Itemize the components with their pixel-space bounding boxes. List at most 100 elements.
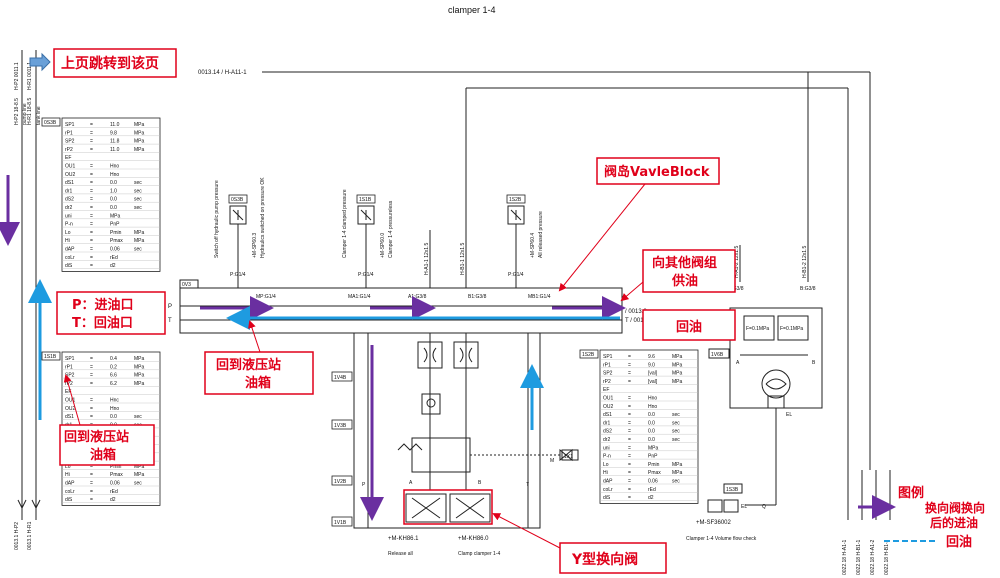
param-value: [val]	[648, 379, 658, 385]
hose-b1: H-B1-1 12x1.5	[460, 243, 466, 275]
param-unit: MPa	[134, 464, 145, 470]
param-key: OU1	[603, 396, 614, 402]
param-eq: =	[90, 139, 93, 145]
back-to-tank-left-box	[59, 424, 155, 466]
param-eq: =	[90, 472, 93, 478]
pump-line-label: pump line	[22, 103, 28, 125]
switch-desc-2: All released pressure	[538, 211, 544, 258]
param-value: 9.0	[648, 362, 655, 368]
supply-other-line2: 供油	[671, 273, 698, 289]
param-unit: MPa	[134, 364, 145, 370]
param-eq: =	[90, 230, 93, 236]
param-key: dr2	[65, 205, 72, 211]
flow-meter-symbol	[765, 378, 787, 390]
param-unit: MPa	[672, 470, 683, 476]
param-key: dAP	[603, 479, 613, 485]
param-key: EF	[65, 389, 71, 395]
switch-device: +M-SP60.3	[252, 233, 258, 258]
param-value: 6.2	[110, 381, 117, 387]
valve-tag-box	[331, 475, 353, 486]
param-value: d2	[648, 495, 654, 501]
supply-other-box	[642, 249, 736, 293]
param-unit: MPa	[672, 354, 683, 360]
param-value: 9.6	[648, 354, 655, 360]
param-eq: =	[90, 180, 93, 186]
param-eq: =	[90, 247, 93, 253]
flow-switch-tag: 1S3B	[726, 487, 739, 493]
back-to-tank-mid-pointer	[248, 320, 261, 353]
param-eq: =	[90, 255, 93, 261]
param-key: Hi	[65, 472, 70, 478]
solenoid-b-label: B	[478, 480, 482, 486]
stack-p-label: P	[362, 482, 366, 488]
valve-island-box	[596, 157, 720, 185]
switch-tag-box	[506, 194, 526, 204]
block-p-ref: / 0013.8	[625, 309, 647, 315]
cylinder-tag-box	[708, 348, 730, 359]
throttle-b-symbol	[459, 347, 473, 363]
bottom-hose-label-2: 0022.18 H-B1-1	[856, 539, 862, 575]
stack-t-label: T	[526, 482, 529, 488]
solenoid-right-desc: Clamp clamper 1-4	[458, 551, 500, 557]
cylinder-bg: B:G3/8	[800, 286, 816, 292]
valve-tag: 1V4B	[334, 375, 347, 381]
param-eq: =	[90, 373, 93, 379]
valve-tag: 1V2B	[334, 479, 347, 485]
pressure-switch-symbol	[360, 209, 372, 221]
param-value: PnP	[110, 222, 120, 228]
block-t-label: T	[168, 318, 172, 324]
param-key: dAP	[65, 481, 75, 487]
y-valve-cell-left	[405, 493, 447, 523]
back-to-tank-mid-box	[204, 351, 314, 395]
param-eq: =	[628, 379, 631, 385]
param-table-tag: 0S3B	[44, 120, 57, 126]
cylinder-ag: A:G3/8	[728, 286, 744, 292]
top-ref-label: 0013.14 / H-A11-1	[198, 70, 247, 76]
switch-device: +M-SP60.4	[530, 233, 536, 258]
back-to-tank-mid-line1: 回到液压站	[216, 357, 281, 373]
solenoid-left-device: +M-KH86.1	[388, 536, 419, 542]
switch-desc-1: Clamper 1-4 clamped pressure	[342, 189, 348, 258]
param-eq: =	[90, 172, 93, 178]
param-eq: =	[90, 197, 93, 203]
tank-line-end-arrow	[31, 499, 41, 510]
param-value: 0.2	[110, 364, 117, 370]
flow-switch-tag-box	[723, 483, 743, 494]
valve-island-pointer	[558, 183, 646, 292]
test-point-1x1-icon	[559, 448, 573, 462]
reducing-valve	[411, 437, 471, 473]
param-unit: sec	[672, 429, 680, 435]
check-valve	[421, 393, 441, 415]
relief-b-label: F=0.1MPa	[780, 326, 803, 332]
block-port-label: A1:G3/8	[408, 294, 427, 300]
param-unit: MPa	[134, 472, 145, 478]
y-valve-cell-right	[449, 493, 491, 523]
switch-device: +M-SP60.0	[380, 233, 386, 258]
return-oil-label: 回油	[676, 319, 702, 335]
switch-tag-box	[228, 194, 248, 204]
param-eq: =	[90, 263, 93, 269]
param-eq: =	[628, 454, 631, 460]
param-eq: =	[90, 188, 93, 194]
throttle-a-symbol	[423, 347, 437, 363]
hose-a2: H-A1-2 12x1.5	[734, 246, 740, 278]
param-eq: =	[628, 495, 631, 501]
param-table-tag-box	[41, 117, 61, 127]
block-port-label: MB1:G1/4	[528, 294, 551, 300]
param-key: dr1	[65, 188, 72, 194]
param-unit: sec	[672, 479, 680, 485]
param-key: Hi	[65, 238, 70, 244]
param-value: 1.0	[110, 188, 117, 194]
param-key: dS2	[65, 197, 74, 203]
param-unit: MPa	[134, 381, 145, 387]
param-value: 0.0	[110, 414, 117, 420]
cylinder-tag: 1V6B	[711, 352, 724, 358]
ref-mid-b: H-R1 18-8.5	[27, 98, 33, 125]
param-value: Hno	[648, 404, 657, 410]
param-key: dAP	[65, 247, 75, 253]
param-unit: sec	[134, 180, 142, 186]
param-eq: =	[628, 354, 631, 360]
param-eq: =	[628, 396, 631, 402]
